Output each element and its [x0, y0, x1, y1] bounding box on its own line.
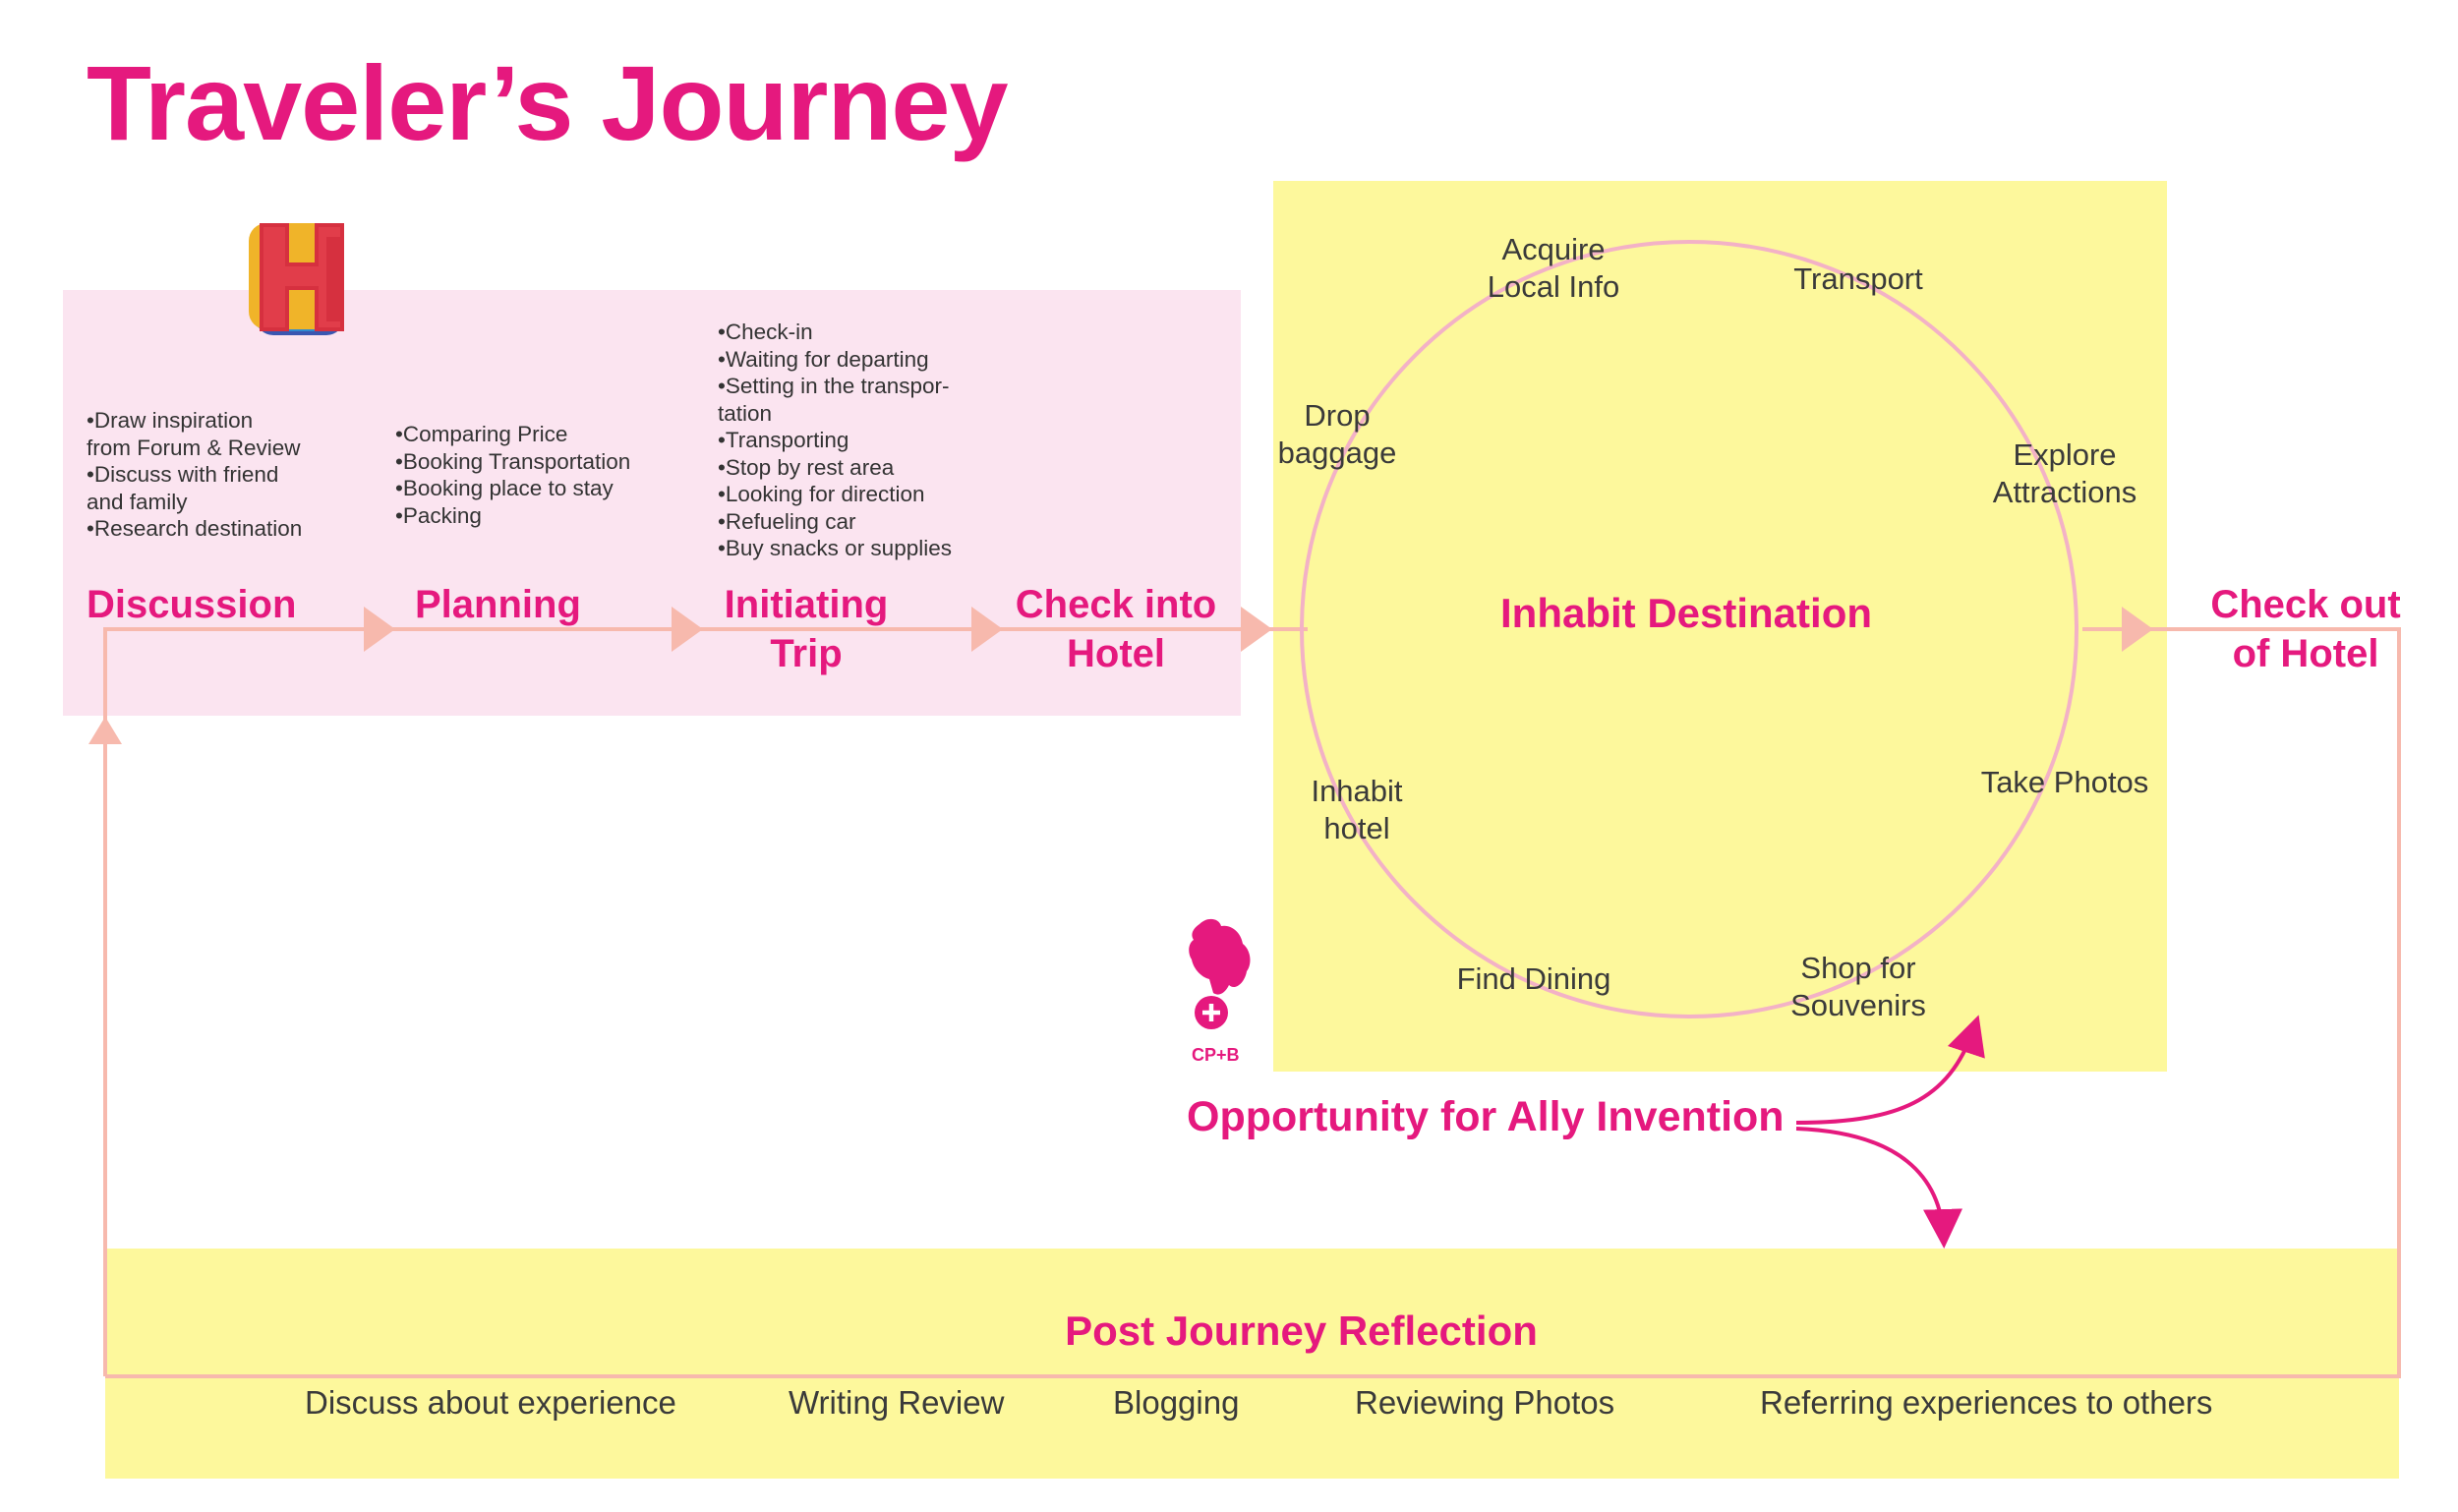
task-item: •Booking place to stay	[395, 476, 614, 500]
reflection-item: Referring experiences to others	[1760, 1384, 2213, 1421]
task-item: •Check-in	[718, 320, 813, 344]
activity-explore-attractions: Explore Attractions	[1966, 436, 2163, 511]
destination-box	[1273, 181, 2167, 1072]
opportunity-arrow-down	[1795, 1127, 1963, 1249]
arrow-to-checkout	[2122, 607, 2153, 652]
reflection-title: Post Journey Reflection	[1065, 1308, 1538, 1354]
arrow-to-planning	[364, 607, 395, 652]
opportunity-arrow-up	[1795, 1015, 1985, 1125]
return-loop-line	[105, 627, 2401, 1378]
task-item: •Refueling car	[718, 508, 856, 534]
task-item: tation	[718, 400, 773, 426]
stage-label-line: Trip	[770, 632, 843, 675]
activity-drop-baggage: Drop baggage	[1258, 397, 1416, 472]
stage-label-line: Hotel	[1067, 632, 1165, 675]
task-item: •Booking Transportation	[395, 448, 631, 474]
task-item: •Discuss with friend	[87, 462, 279, 487]
inhabit-destination-hub: Inhabit Destination	[1500, 590, 1872, 636]
task-item: from Forum & Review	[87, 435, 301, 460]
activity-line: Acquire	[1501, 232, 1606, 266]
cpb-mascot-icon	[1189, 918, 1251, 1029]
hotels-h-logo-icon	[249, 223, 344, 335]
discussion-tasks: •Draw inspiration from Forum & Review •D…	[87, 407, 302, 543]
cpb-label: CP+B	[1192, 1045, 1240, 1065]
task-item: •Waiting for departing	[718, 346, 929, 372]
stage-label-line: Check out	[2210, 583, 2401, 626]
reflection-item: Reviewing Photos	[1355, 1384, 1615, 1421]
activity-line: Attractions	[1992, 475, 2137, 509]
activity-line: Drop	[1304, 398, 1371, 433]
activity-inhabit-hotel: Inhabit hotel	[1288, 773, 1426, 847]
stage-discussion: Discussion	[87, 583, 297, 626]
arrow-to-initiating	[672, 607, 703, 652]
activity-line: Shop for	[1800, 951, 1916, 985]
task-item: and family	[87, 489, 188, 514]
task-item: •Research destination	[87, 516, 303, 541]
stage-planning: Planning	[415, 583, 581, 626]
stage-initiating-trip: Initiating Trip	[708, 580, 905, 678]
activity-shop-souvenirs: Shop for Souvenirs	[1770, 950, 1947, 1024]
task-item: •Draw inspiration	[87, 408, 254, 433]
task-item: •Setting in the transpor-	[718, 374, 950, 398]
task-item: •Packing	[395, 502, 482, 528]
destination-cycle-circle	[1300, 240, 2078, 1018]
initiating-trip-tasks: •Check-in •Waiting for departing •Settin…	[718, 319, 952, 562]
task-item: •Comparing Price	[395, 422, 568, 446]
stage-label-line: Check into	[1015, 583, 1217, 626]
task-item: •Stop by rest area	[718, 454, 895, 480]
task-item: •Transporting	[718, 428, 849, 452]
reflection-item: Writing Review	[789, 1384, 1005, 1421]
activity-line: Explore	[2013, 437, 2117, 472]
opportunity-label: Opportunity for Ally Invention	[1187, 1093, 1785, 1140]
main-journey-line	[103, 627, 1308, 1376]
planning-tasks: •Comparing Price •Booking Transportation…	[395, 421, 630, 529]
activity-take-photos: Take Photos	[1980, 765, 2149, 799]
page-title: Traveler’s Journey	[87, 43, 1009, 162]
stage-label-line: Initiating	[724, 583, 889, 626]
activity-find-dining: Find Dining	[1456, 961, 1611, 996]
activity-line: Inhabit	[1311, 774, 1403, 808]
arrow-up-to-discussion	[88, 717, 122, 744]
arrow-to-destination	[1241, 607, 1272, 652]
activity-line: Souvenirs	[1790, 988, 1926, 1022]
task-item: •Buy snacks or supplies	[718, 536, 952, 560]
reflection-item: Discuss about experience	[305, 1384, 676, 1421]
stage-label-line: of Hotel	[2232, 632, 2379, 675]
pre-trip-band	[63, 290, 1241, 716]
activity-line: hotel	[1323, 811, 1390, 845]
task-item: •Looking for direction	[718, 482, 925, 506]
activity-transport: Transport	[1793, 262, 1923, 296]
stage-check-into-hotel: Check into Hotel	[998, 580, 1234, 678]
activity-line: Local Info	[1487, 269, 1620, 304]
activity-line: baggage	[1277, 436, 1397, 470]
activity-acquire-local-info: Acquire Local Info	[1455, 231, 1652, 306]
reflection-item: Blogging	[1113, 1384, 1240, 1421]
stage-check-out-of-hotel: Check out of Hotel	[2178, 580, 2433, 678]
reflection-box	[105, 1249, 2399, 1479]
arrow-to-checkin	[971, 607, 1003, 652]
